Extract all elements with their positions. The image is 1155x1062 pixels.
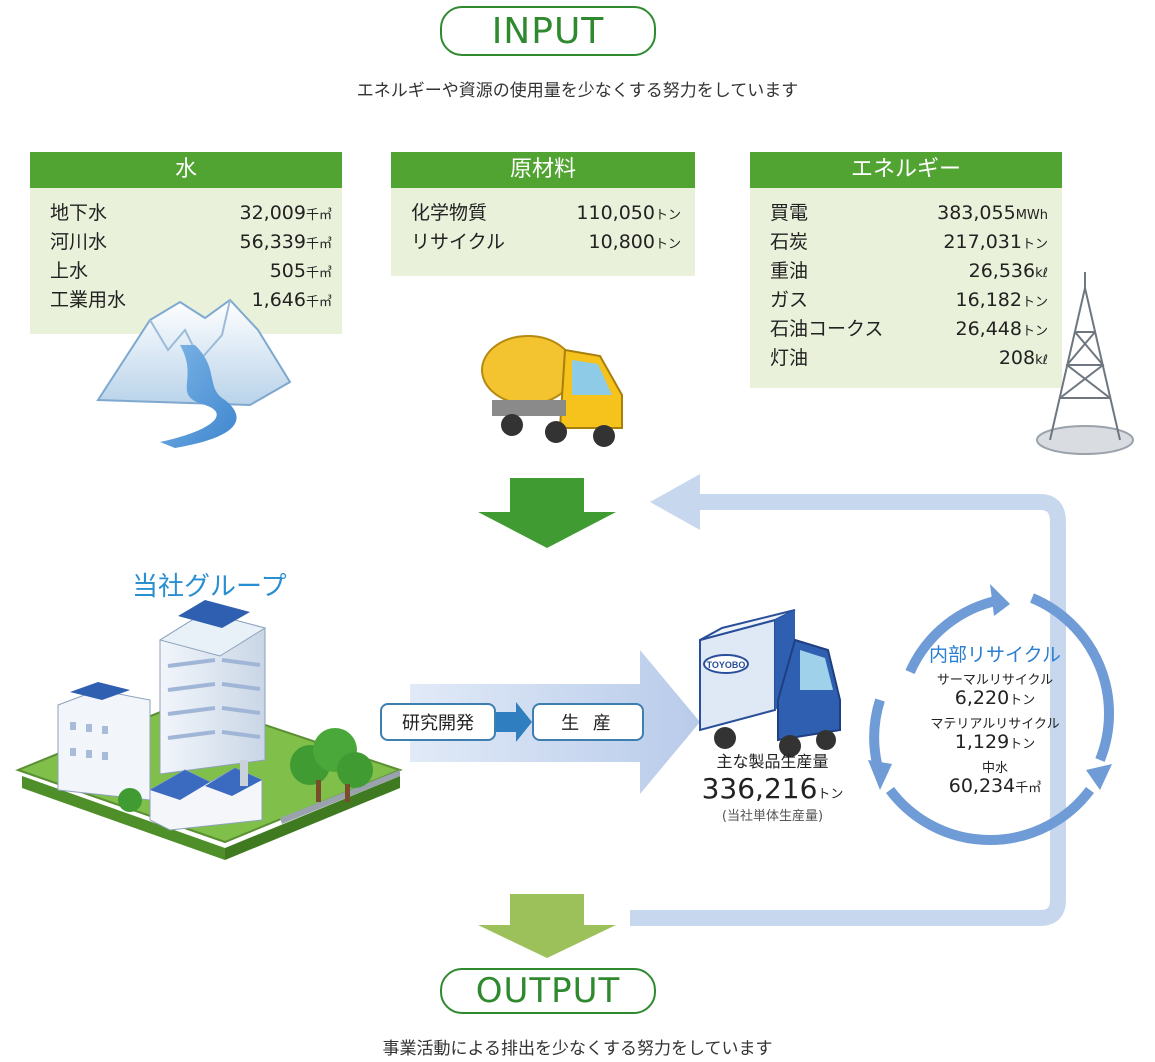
material-recycle-label: マテリアルリサイクル	[930, 717, 1060, 732]
water-row-value: 56,339	[239, 231, 306, 253]
materials-row-unit: トン	[654, 208, 681, 223]
energy-panel-title: エネルギー	[750, 152, 1062, 188]
energy-row-label: 重油	[770, 260, 809, 282]
product-label: 主な製品生産量	[716, 752, 829, 771]
mountain-illustration	[96, 298, 292, 448]
product-output: 主な製品生産量 336,216トン (当社単体生産量)	[690, 748, 855, 824]
water-row-value: 1,646	[251, 289, 306, 311]
materials-row: 化学物質 110,050トン	[411, 200, 681, 229]
energy-row-unit: kℓ	[1035, 353, 1048, 368]
materials-row-label: 化学物質	[411, 202, 488, 224]
materials-row-unit: トン	[654, 237, 681, 252]
energy-row-value: 208	[998, 347, 1036, 369]
energy-panel: エネルギー 買電 383,055MWh 石炭 217,031トン 重油 26,5…	[750, 152, 1062, 388]
product-truck-illustration	[699, 609, 841, 757]
reclaimed-water-unit: 千㎥	[1015, 781, 1042, 796]
thermal-recycle-label: サーマルリサイクル	[936, 673, 1054, 688]
energy-row: 石炭 217,031トン	[770, 229, 1048, 258]
energy-row-unit: トン	[1021, 295, 1048, 310]
water-row-label: 工業用水	[50, 289, 127, 311]
output-subtitle: 事業活動による排出を少なくする努力をしています	[382, 1039, 773, 1059]
company-group-title: 当社グループ	[132, 572, 287, 602]
mixer-truck-illustration	[481, 335, 623, 447]
water-row: 地下水 32,009千㎥	[50, 200, 332, 229]
energy-row-label: 灯油	[770, 347, 809, 369]
water-row-unit: 千㎥	[305, 266, 332, 281]
energy-row: 灯油 208kℓ	[770, 345, 1048, 374]
tower-illustration	[1036, 272, 1134, 455]
water-panel: 水 地下水 32,009千㎥ 河川水 56,339千㎥ 上水 505千㎥ 工業用…	[30, 152, 342, 334]
thermal-recycle-value: 6,220	[954, 687, 1010, 709]
energy-row-label: ガス	[770, 289, 809, 311]
material-recycle-value: 1,129	[954, 731, 1010, 753]
material-recycle-unit: トン	[1009, 737, 1036, 752]
energy-row: 重油 26,536kℓ	[770, 258, 1048, 287]
energy-row-label: 買電	[770, 202, 809, 224]
production-box: 生 産	[532, 703, 644, 741]
materials-panel-title: 原材料	[391, 152, 695, 188]
recycle-arrowheads	[868, 584, 1112, 790]
product-note: (当社単体生産量)	[721, 809, 824, 824]
water-panel-title: 水	[30, 152, 342, 188]
energy-row-value: 26,536	[968, 260, 1036, 282]
water-row: 工業用水 1,646千㎥	[50, 287, 332, 316]
energy-row-unit: トン	[1021, 324, 1048, 339]
output-down-arrow	[478, 894, 616, 958]
rd-to-production-arrow	[496, 702, 532, 742]
input-title: INPUT	[440, 6, 656, 56]
materials-row-value: 10,800	[588, 231, 655, 253]
recycle-block: 内部リサイクル サーマルリサイクル 6,220トン マテリアルリサイクル 1,1…	[905, 640, 1085, 799]
materials-row-value: 110,050	[576, 202, 655, 224]
product-unit: トン	[817, 787, 844, 802]
energy-row-unit: トン	[1021, 237, 1048, 252]
water-row-label: 河川水	[50, 231, 108, 253]
water-row: 上水 505千㎥	[50, 258, 332, 287]
materials-row-label: リサイクル	[411, 231, 506, 253]
company-group-illustration	[15, 600, 403, 860]
water-row-value: 505	[269, 260, 306, 282]
energy-row: 買電 383,055MWh	[770, 200, 1048, 229]
energy-row-value: 217,031	[943, 231, 1022, 253]
energy-row: 石油コークス 26,448トン	[770, 316, 1048, 345]
energy-row-unit: kℓ	[1035, 266, 1048, 281]
materials-row: リサイクル 10,800トン	[411, 229, 681, 258]
materials-panel: 原材料 化学物質 110,050トン リサイクル 10,800トン	[391, 152, 695, 276]
energy-row-value: 383,055	[937, 202, 1016, 224]
water-row: 河川水 56,339千㎥	[50, 229, 332, 258]
input-down-arrow	[478, 478, 616, 548]
water-row-unit: 千㎥	[305, 295, 332, 310]
recycle-cycle-arrows	[869, 593, 1114, 845]
energy-row: ガス 16,182トン	[770, 287, 1048, 316]
water-row-label: 地下水	[50, 202, 108, 224]
reclaimed-water-label: 中水	[981, 761, 1008, 776]
reclaimed-water-value: 60,234	[948, 775, 1016, 797]
energy-row-unit: MWh	[1015, 208, 1048, 223]
energy-row-value: 26,448	[955, 318, 1022, 340]
thermal-recycle-unit: トン	[1009, 693, 1036, 708]
water-row-label: 上水	[50, 260, 89, 282]
input-subtitle: エネルギーや資源の使用量を少なくする努力をしています	[356, 81, 799, 101]
energy-row-label: 石油コークス	[770, 318, 884, 340]
output-title: OUTPUT	[440, 968, 656, 1014]
rd-box: 研究開発	[380, 703, 496, 741]
energy-row-label: 石炭	[770, 231, 809, 253]
water-row-value: 32,009	[239, 202, 306, 224]
product-value: 336,216	[701, 772, 818, 805]
truck-logo-text: TOYOBO	[707, 660, 746, 670]
water-row-unit: 千㎥	[305, 237, 332, 252]
water-row-unit: 千㎥	[305, 208, 332, 223]
feedback-loop-arrow	[630, 474, 1066, 926]
energy-row-value: 16,182	[955, 289, 1022, 311]
recycle-title: 内部リサイクル	[928, 644, 1062, 666]
